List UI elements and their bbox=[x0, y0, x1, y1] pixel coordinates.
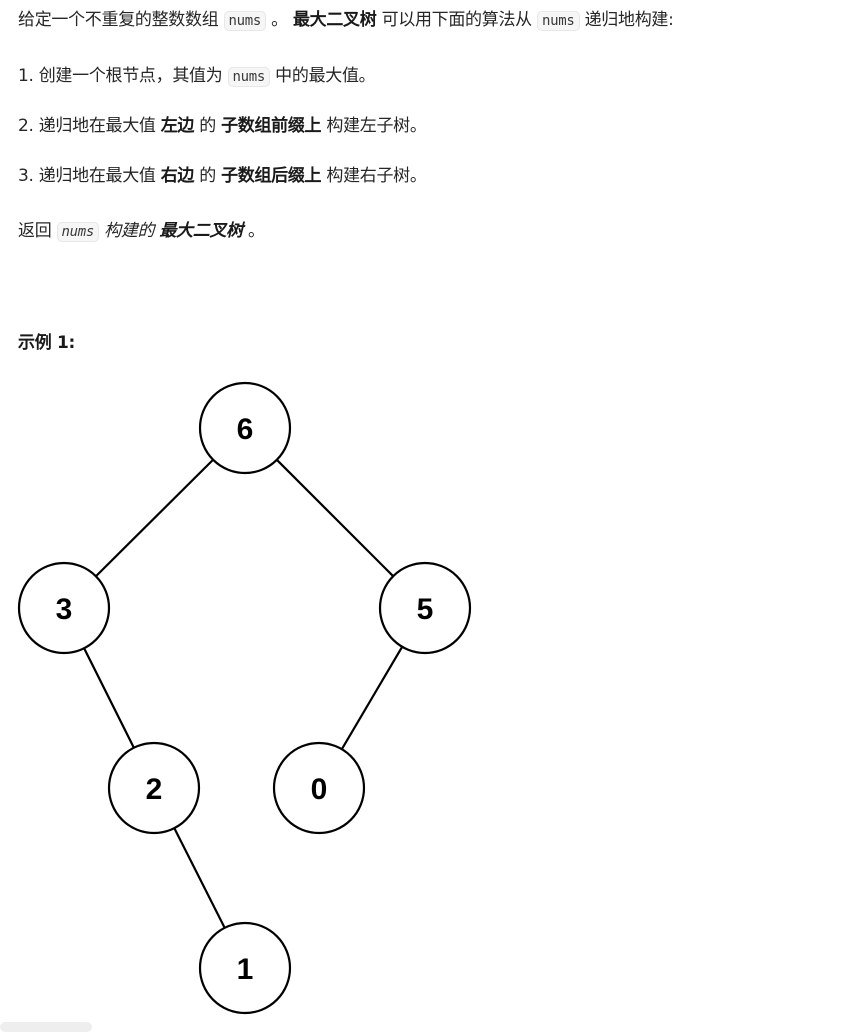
svg-text:1: 1 bbox=[237, 953, 254, 986]
step-text: 中的最大值。 bbox=[275, 66, 376, 86]
svg-text:6: 6 bbox=[237, 413, 254, 446]
tree-edge bbox=[83, 647, 135, 749]
step-text: 构建左子树。 bbox=[326, 116, 427, 136]
intro-text-1: 给定一个不重复的整数数组 bbox=[18, 10, 219, 30]
step-2: 2. 递归地在最大值 左边 的 子数组前缀上 构建左子树。 bbox=[18, 114, 427, 138]
tree-edge bbox=[340, 646, 404, 750]
step-text: 的 bbox=[199, 166, 216, 186]
intro-text-4: 递归地构建: bbox=[584, 10, 674, 30]
inline-code-nums: nums bbox=[223, 11, 267, 31]
svg-text:0: 0 bbox=[311, 773, 328, 806]
svg-text:5: 5 bbox=[417, 593, 434, 626]
step-text: 2. 递归地在最大值 bbox=[18, 116, 156, 136]
tree-node-0: 0 bbox=[272, 741, 366, 835]
step-text: 的 bbox=[199, 116, 216, 136]
step-3: 3. 递归地在最大值 右边 的 子数组后缀上 构建右子树。 bbox=[18, 164, 427, 188]
svg-text:2: 2 bbox=[146, 773, 163, 806]
step-text: 1. 创建一个根节点，其值为 bbox=[18, 66, 223, 86]
inline-code-nums: nums bbox=[536, 11, 580, 31]
inline-code-nums: nums bbox=[56, 222, 100, 242]
tree-node-1: 1 bbox=[198, 921, 292, 1015]
svg-text:3: 3 bbox=[56, 593, 73, 626]
step-1: 1. 创建一个根节点，其值为 nums 中的最大值。 bbox=[18, 64, 376, 89]
tree-node-2: 2 bbox=[107, 741, 201, 835]
intro-text-3: 可以用下面的算法从 bbox=[381, 10, 533, 30]
code-block-edge bbox=[0, 1022, 92, 1032]
tree-node-5: 5 bbox=[378, 561, 472, 655]
tree-edge bbox=[276, 459, 394, 577]
return-text: 。 bbox=[247, 221, 265, 241]
intro-text-2: 。 bbox=[271, 10, 288, 30]
step-bold: 子数组前缀上 bbox=[221, 116, 322, 136]
tree-edge bbox=[173, 827, 226, 929]
inline-code-nums: nums bbox=[227, 67, 271, 87]
tree-diagram: 6 3 5 2 0 1 bbox=[17, 381, 472, 1015]
return-bold-italic: 最大二叉树 bbox=[159, 221, 243, 241]
example-title: 示例 1: bbox=[18, 331, 75, 355]
return-italic: 构建的 bbox=[104, 221, 155, 241]
tree-node-3: 3 bbox=[17, 561, 111, 655]
step-text: 构建右子树。 bbox=[326, 166, 427, 186]
step-bold: 右边 bbox=[160, 166, 195, 186]
tree-edge bbox=[95, 458, 214, 578]
intro-bold-term: 最大二叉树 bbox=[292, 10, 377, 30]
tree-node-6: 6 bbox=[198, 381, 292, 475]
step-text: 3. 递归地在最大值 bbox=[18, 166, 156, 186]
step-bold: 子数组后缀上 bbox=[221, 166, 322, 186]
return-statement: 返回 nums 构建的 最大二叉树 。 bbox=[18, 219, 265, 244]
return-text: 返回 bbox=[18, 221, 52, 241]
step-bold: 左边 bbox=[160, 116, 195, 136]
example-title-text: 示例 1: bbox=[18, 333, 76, 353]
problem-intro: 给定一个不重复的整数数组 nums 。 最大二叉树 可以用下面的算法从 nums… bbox=[18, 8, 674, 33]
